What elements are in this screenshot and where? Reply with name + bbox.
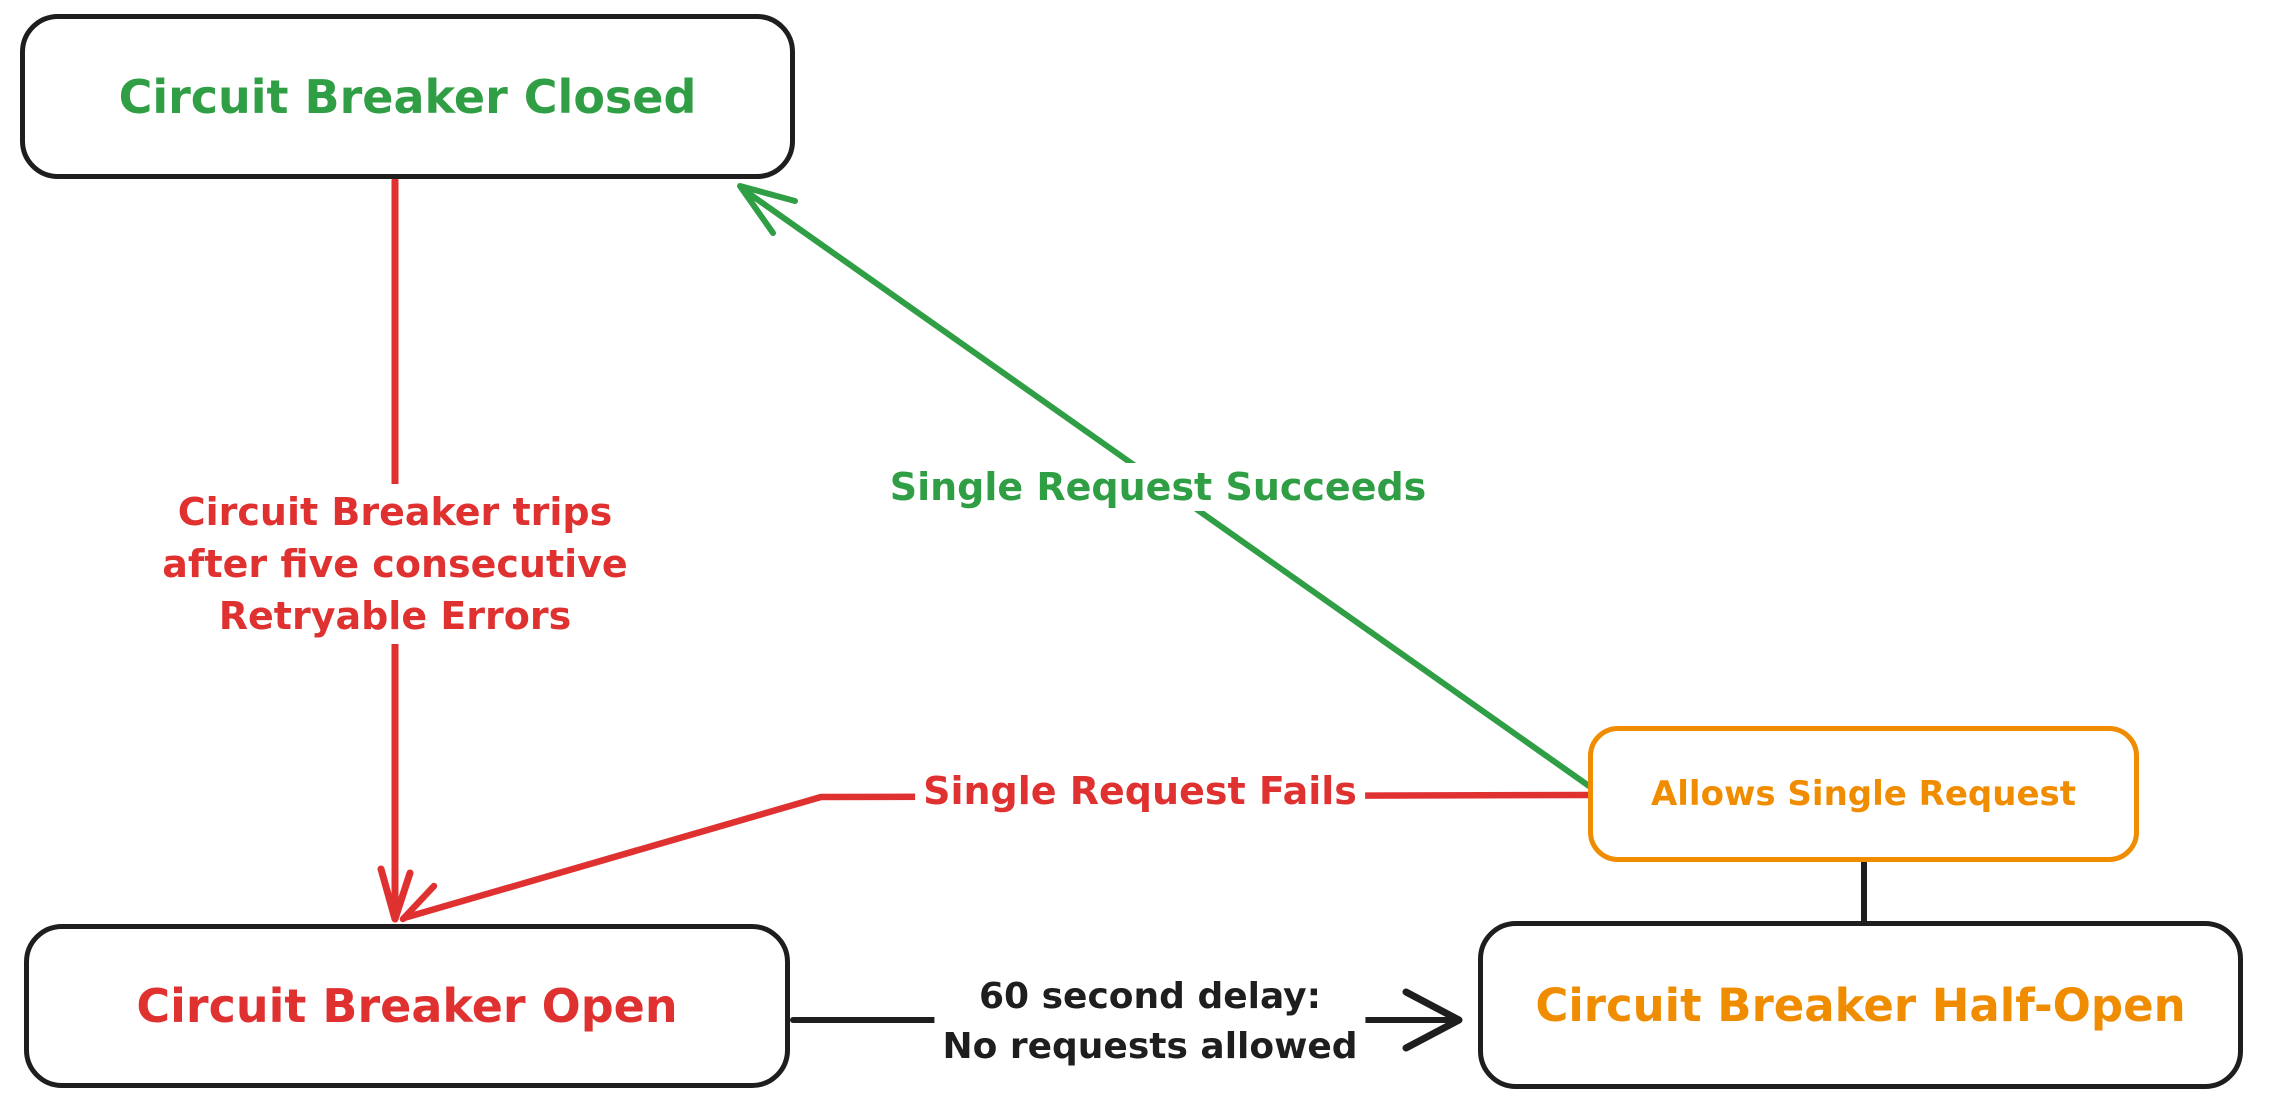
- trip-edge-label-line3: Retryable Errors: [218, 594, 572, 638]
- allows-single-request-label: Allows Single Request: [1650, 774, 2077, 814]
- fail-arrowhead-icon: [399, 882, 438, 923]
- state-circuit-breaker-open: Circuit Breaker Open: [24, 924, 790, 1088]
- delay-edge-label-line2: No requests allowed: [942, 1026, 1358, 1067]
- succeed-edge-label: Single Request Succeeds: [881, 463, 1435, 511]
- fail-edge-label: Single Request Fails: [915, 767, 1365, 815]
- delay-edge-label: 60 second delay: No requests allowed: [934, 970, 1366, 1074]
- trip-edge-label-line1: Circuit Breaker trips: [177, 490, 613, 534]
- trip-edge-label-line2: after five consecutive: [162, 542, 628, 586]
- succeed-arrowhead-icon: [737, 183, 798, 236]
- delay-arrowhead-icon: [1402, 988, 1463, 1052]
- trip-arrowhead-icon: [377, 865, 414, 923]
- trip-edge-label: Circuit Breaker trips after five consecu…: [154, 484, 636, 644]
- delay-edge-label-line1: 60 second delay:: [978, 976, 1322, 1017]
- state-closed-label: Circuit Breaker Closed: [118, 69, 697, 124]
- node-allows-single-request: Allows Single Request: [1588, 726, 2139, 862]
- state-open-label: Circuit Breaker Open: [136, 979, 678, 1033]
- state-half-open-label: Circuit Breaker Half-Open: [1535, 978, 2186, 1032]
- state-circuit-breaker-closed: Circuit Breaker Closed: [20, 14, 795, 179]
- state-circuit-breaker-half-open: Circuit Breaker Half-Open: [1478, 921, 2243, 1089]
